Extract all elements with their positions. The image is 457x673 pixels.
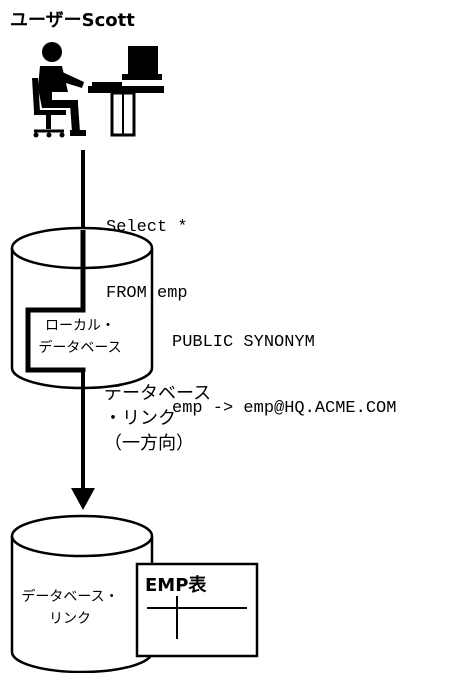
local-database-label-line-1: ローカル・ — [45, 318, 115, 334]
sql-query: Select * FROM emp — [106, 173, 188, 327]
db-link-arrow-head — [71, 488, 95, 510]
synonym-line-1: PUBLIC SYNONYM — [172, 333, 315, 352]
remote-database-cylinder — [10, 514, 154, 673]
database-link-label: データベース ・リンク （一方向） — [104, 381, 211, 456]
sql-query-line-1: Select * — [106, 218, 188, 237]
synonym-definition: PUBLIC SYNONYM emp -> emp@HQ.ACME.COM — [172, 288, 396, 442]
user-at-workstation-icon — [32, 42, 164, 138]
database-link-label-line-1: データベース — [104, 383, 212, 404]
local-database-label: ローカル・ データベース — [34, 315, 126, 359]
synonym-line-2: emp -> emp@HQ.ACME.COM — [172, 399, 397, 418]
local-database-cylinder — [10, 226, 154, 390]
local-database-label-line-2: データベース — [38, 340, 122, 356]
sql-query-line-2: FROM emp — [106, 284, 188, 303]
user-label: ユーザーScott — [10, 10, 135, 31]
table-icon — [135, 562, 259, 658]
remote-database-label: データベース・ リンク — [10, 586, 130, 630]
emp-table-title: EMP表 — [145, 575, 207, 596]
remote-database-label-line-2: リンク — [49, 611, 91, 627]
database-link-label-line-2: ・リンク — [104, 408, 176, 429]
database-link-label-line-3: （一方向） — [104, 433, 194, 454]
remote-database-label-line-1: データベース・ — [21, 589, 119, 605]
